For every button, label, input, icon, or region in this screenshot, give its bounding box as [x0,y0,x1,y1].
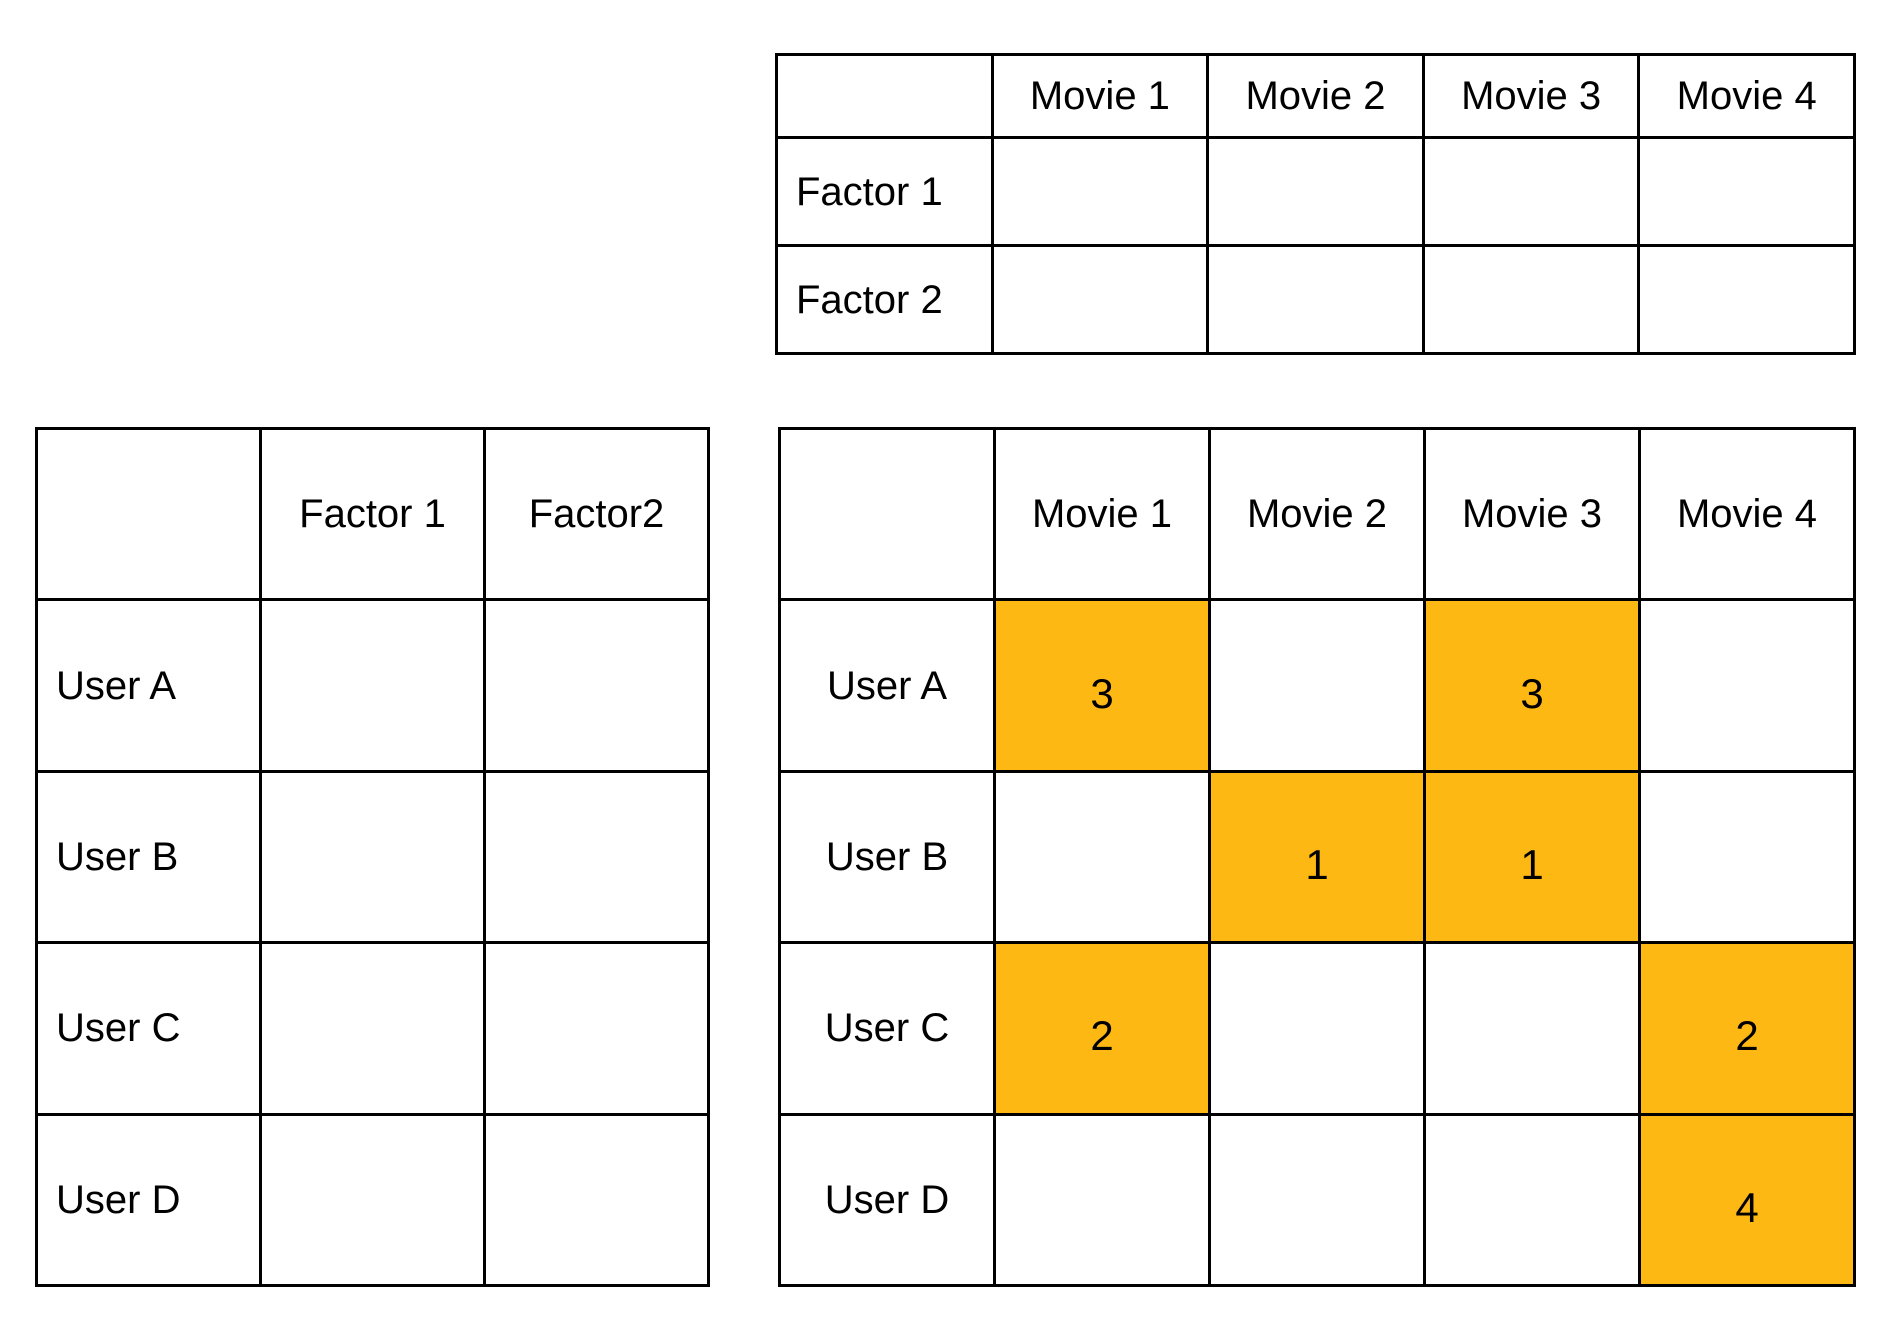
rating-usera-movie1: 3 [996,601,1211,773]
cell-userb-factor1 [262,772,486,945]
header-movie-3: Movie 3 [1426,430,1641,602]
corner-cell [781,430,996,602]
rating-usera-movie2 [1211,601,1426,773]
row-header-user-a: User A [38,601,262,773]
row-header-factor-1: Factor 1 [778,139,994,247]
rating-userb-movie1 [996,772,1211,945]
row-header-user-c: User C [38,944,262,1116]
cell-factor2-movie3 [1424,247,1641,355]
row-header-user-c: User C [781,944,996,1116]
cell-factor1-movie3 [1424,139,1641,247]
header-movie-1: Movie 1 [996,430,1211,602]
rating-userb-movie3: 1 [1426,772,1641,945]
cell-userc-factor1 [262,944,486,1116]
cell-factor1-movie2 [1209,139,1425,247]
cell-userb-factor2 [486,772,710,945]
header-factor-1: Factor 1 [262,430,486,602]
rating-userc-movie4: 2 [1641,944,1856,1116]
factor-movie-table: Movie 1 Movie 2 Movie 3 Movie 4 Factor 1… [775,53,1856,355]
header-movie-4: Movie 4 [1640,56,1856,139]
header-movie-2: Movie 2 [1209,56,1425,139]
cell-usera-factor1 [262,601,486,773]
row-header-user-a: User A [781,601,996,773]
rating-userd-movie3 [1426,1115,1641,1287]
cell-factor2-movie4 [1640,247,1856,355]
cell-factor1-movie1 [993,139,1210,247]
corner-cell [778,56,994,139]
header-movie-2: Movie 2 [1211,430,1426,602]
rating-userd-movie1 [996,1115,1211,1287]
rating-userc-movie3 [1426,944,1641,1116]
corner-cell [38,430,262,602]
rating-userb-movie2: 1 [1211,772,1426,945]
row-header-user-d: User D [38,1115,262,1287]
row-header-user-b: User B [38,772,262,945]
header-movie-4: Movie 4 [1641,430,1856,602]
cell-userd-factor2 [486,1115,710,1287]
cell-factor2-movie2 [1209,247,1425,355]
rating-userd-movie2 [1211,1115,1426,1287]
cell-userc-factor2 [486,944,710,1116]
header-movie-3: Movie 3 [1424,56,1641,139]
rating-userc-movie1: 2 [996,944,1211,1116]
user-movie-rating-table: Movie 1 Movie 2 Movie 3 Movie 4 User A 3… [778,427,1856,1287]
row-header-user-d: User D [781,1115,996,1287]
header-movie-1: Movie 1 [993,56,1210,139]
row-header-factor-2: Factor 2 [778,247,994,355]
rating-userd-movie4: 4 [1641,1115,1856,1287]
row-header-user-b: User B [781,772,996,945]
cell-factor2-movie1 [993,247,1210,355]
rating-userb-movie4 [1641,772,1856,945]
cell-userd-factor1 [262,1115,486,1287]
header-factor-2: Factor2 [486,430,710,602]
user-factor-table: Factor 1 Factor2 User A User B User C Us… [35,427,710,1287]
rating-usera-movie3: 3 [1426,601,1641,773]
rating-usera-movie4 [1641,601,1856,773]
rating-userc-movie2 [1211,944,1426,1116]
cell-factor1-movie4 [1640,139,1856,247]
cell-usera-factor2 [486,601,710,773]
